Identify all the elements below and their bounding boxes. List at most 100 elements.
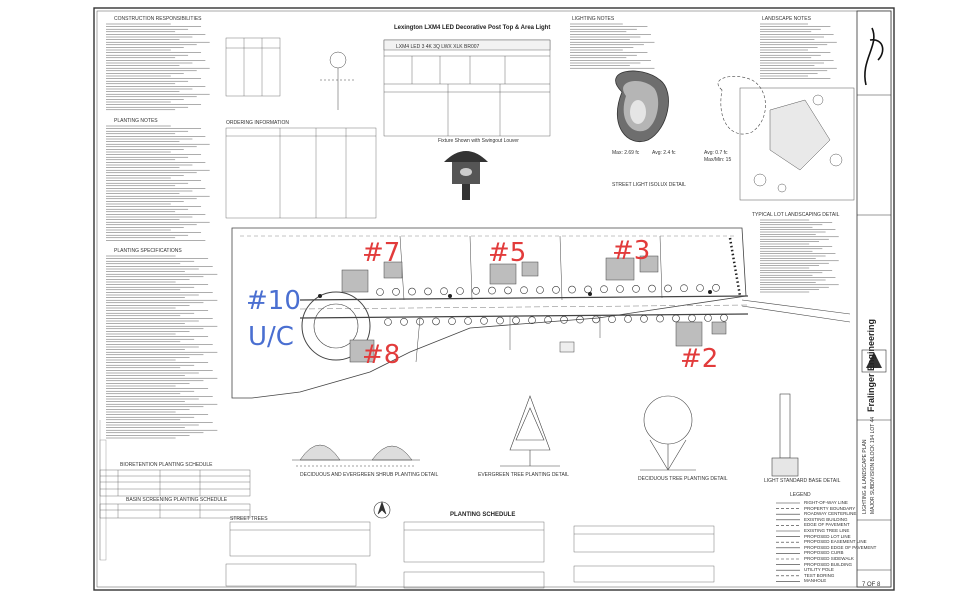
deciduous-tree-drawing (640, 395, 696, 471)
shrub-planting-drawing (292, 444, 420, 467)
bioretention-schedule (99, 469, 251, 497)
street-tree (480, 316, 488, 325)
legend-item-label: EDGE OF PAVEMENT (804, 522, 850, 528)
legend-item-label: PROPOSED EASEMENT LINE (804, 539, 867, 545)
street-tree (472, 286, 480, 295)
ordering-heading: ORDERING INFORMATION (226, 120, 289, 126)
street-tree (584, 285, 592, 294)
legend-item-label: ROADWAY CENTERLINE (804, 511, 857, 517)
street-tree (512, 316, 520, 325)
lighting-code: LXM4 LED 3 4K 3Q LWX XLK BR007 (396, 44, 480, 50)
street-tree (528, 316, 536, 325)
lot-marker-8: #8 (362, 340, 401, 370)
legend-item-label: MANHOLE (804, 578, 827, 584)
street-tree (640, 314, 648, 323)
street-tree (504, 286, 512, 295)
street-tree (720, 313, 728, 322)
sheet-number: 7 OF 8 (862, 582, 881, 588)
typical-lot-detail (739, 87, 855, 201)
isolux-detail (615, 70, 766, 142)
street-tree (616, 285, 624, 293)
street-tree (424, 287, 432, 296)
street-tree (592, 315, 600, 324)
legend-item-label: PROPOSED EDGE OF PAVEMENT (804, 544, 877, 550)
sheet-border (93, 7, 895, 591)
light-value-1: Max: 2.69 fc (612, 150, 640, 156)
legend-item-label: TEST BORING (804, 572, 835, 578)
sheet-title: LIGHTING & LANDSCAPE PLAN (862, 439, 868, 514)
fixture-caption: Fixture Shown with Swingout Louver (438, 138, 519, 144)
light-poles (318, 290, 712, 298)
light-base-detail-title: LIGHT STANDARD BASE DETAIL (764, 478, 841, 484)
lot-marker-under-construction: U/C (248, 322, 294, 352)
street-tree (488, 286, 496, 295)
legend-item-label: PROPOSED CURB (804, 550, 844, 556)
lighting-spec-table (383, 39, 551, 137)
street-tree (624, 315, 632, 323)
proposed-buildings (341, 255, 727, 363)
street-tree (568, 285, 576, 294)
street-tree (648, 284, 656, 293)
street-tree (664, 284, 672, 293)
construction-heading: CONSTRUCTION RESPONSIBILITIES (114, 16, 202, 22)
lighting-notes (570, 23, 839, 293)
typical-lot-detail-title: TYPICAL LOT LANDSCAPING DETAIL (752, 212, 840, 218)
lot-marker-5: #5 (488, 238, 527, 268)
light-value-4: Max/Min: 15 (704, 157, 732, 163)
planting-schedule-tables (225, 521, 715, 589)
legend-item-label: RIGHT-OF-WAY LINE (804, 500, 848, 505)
bioretention-schedule-title: BIORETENTION PLANTING SCHEDULE (120, 462, 213, 468)
pole-section-sketch (320, 51, 356, 110)
evergreen-detail-title: EVERGREEN TREE PLANTING DETAIL (478, 472, 569, 478)
light-value-3: Avg: 0.7 fc (704, 150, 728, 156)
street-tree (608, 315, 616, 324)
legend-item-label: UTILITY POLE (804, 567, 834, 573)
legend-item-label: EXISTING BUILDING (804, 516, 848, 522)
basin-schedule (99, 503, 251, 519)
north-arrow (373, 501, 391, 519)
site-plan (231, 227, 851, 399)
evergreen-tree-drawing (500, 395, 560, 467)
street-tree (408, 287, 416, 296)
street-tree (496, 316, 504, 325)
landscape-notes-heading: LANDSCAPE NOTES (762, 16, 811, 22)
street-tree (656, 314, 664, 323)
title-block (856, 10, 892, 588)
construction-notes (106, 23, 218, 439)
legend-item-label: PROPOSED SIDEWALK (804, 556, 854, 561)
ordering-table (225, 127, 377, 219)
street-tree (520, 286, 528, 295)
street-tree (456, 287, 464, 295)
street-tree (576, 315, 584, 324)
spec-table-top (225, 37, 281, 97)
street-tree (688, 314, 696, 323)
planting-notes-heading: PLANTING NOTES (114, 118, 158, 124)
deciduous-detail-title: DECIDUOUS TREE PLANTING DETAIL (638, 476, 728, 482)
firm-name: Fralinger Engineering (866, 318, 876, 412)
street-tree (448, 317, 456, 326)
street-tree (544, 316, 552, 324)
street-tree (600, 285, 608, 294)
light-base-drawing (771, 393, 799, 477)
legend-item-label: PROPERTY BOUNDARY (804, 505, 856, 511)
legend-lines (776, 502, 800, 582)
street-trees (376, 283, 728, 326)
lot-marker-7: #7 (362, 238, 401, 268)
planting-specs-heading: PLANTING SPECIFICATIONS (114, 248, 182, 254)
shrub-detail-title: DECIDUOUS AND EVERGREEN SHRUB PLANTING D… (300, 472, 439, 478)
street-tree (392, 287, 400, 296)
sheet-subtitle: MAJOR SUBDIVISION BLOCK 194 LOT 44 (870, 416, 876, 514)
basin-schedule-title: BASIN SCREENING PLANTING SCHEDULE (126, 497, 228, 503)
lighting-notes-heading: LIGHTING NOTES (572, 16, 615, 22)
street-tree (704, 314, 712, 322)
street-light-detail-title: STREET LIGHT ISOLUX DETAIL (612, 182, 686, 188)
street-tree (552, 285, 560, 294)
planting-schedule-title: PLANTING SCHEDULE (450, 512, 516, 518)
street-tree (464, 317, 472, 325)
street-tree (536, 286, 544, 294)
lot-marker-3: #3 (612, 236, 651, 266)
landscape-notes (760, 23, 837, 79)
street-tree (432, 317, 440, 326)
